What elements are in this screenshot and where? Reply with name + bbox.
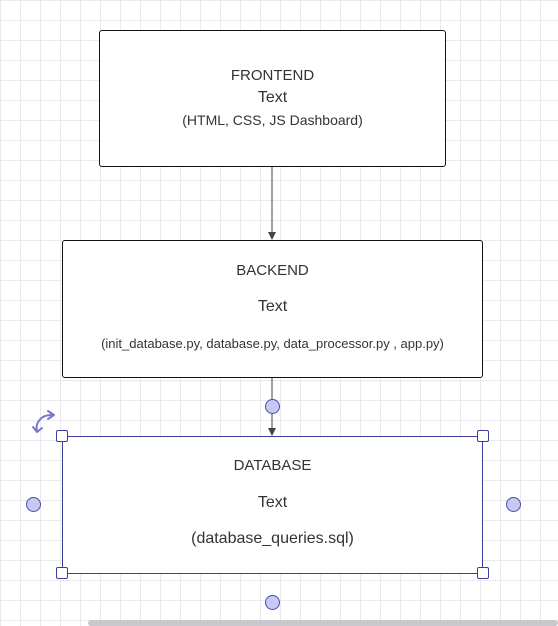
resize-handle-top-left[interactable]: [56, 430, 68, 442]
horizontal-scrollbar[interactable]: [88, 620, 558, 626]
connection-point-left[interactable]: [26, 497, 41, 512]
frontend-detail: (HTML, CSS, JS Dashboard): [182, 112, 363, 128]
database-title: DATABASE: [233, 457, 312, 474]
frontend-node[interactable]: FRONTEND Text (HTML, CSS, JS Dashboard): [99, 30, 446, 167]
backend-title: BACKEND: [236, 262, 309, 279]
database-subtitle: Text: [257, 494, 288, 511]
resize-handle-top-right[interactable]: [477, 430, 489, 442]
backend-subtitle: Text: [257, 298, 288, 315]
backend-node[interactable]: BACKEND Text (init_database.py, database…: [62, 240, 483, 378]
connection-point-bottom[interactable]: [265, 595, 280, 610]
connection-point-right[interactable]: [506, 497, 521, 512]
resize-handle-bottom-right[interactable]: [477, 567, 489, 579]
frontend-title: FRONTEND: [230, 67, 315, 84]
database-detail: (database_queries.sql): [191, 530, 354, 547]
database-node[interactable]: DATABASE Text (database_queries.sql): [62, 436, 483, 574]
backend-detail: (init_database.py, database.py, data_pro…: [101, 336, 444, 351]
rotate-icon[interactable]: [31, 407, 61, 435]
resize-handle-bottom-left[interactable]: [56, 567, 68, 579]
connection-point-top[interactable]: [265, 399, 280, 414]
frontend-subtitle: Text: [257, 89, 288, 106]
